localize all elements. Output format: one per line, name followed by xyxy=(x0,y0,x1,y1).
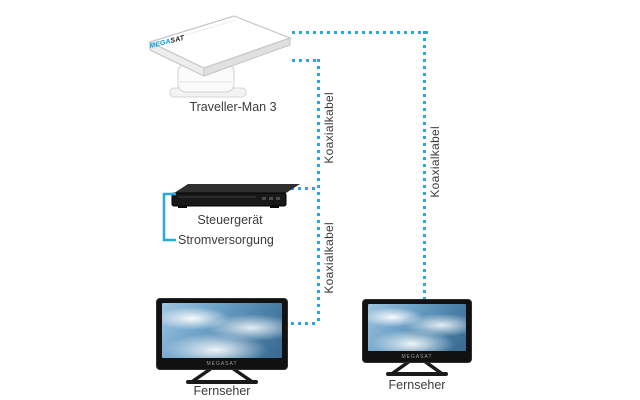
coax-line-right-vertical-to-tv2 xyxy=(423,31,426,301)
antenna-illustration xyxy=(148,15,292,98)
coax-line-left-vertical-to-tv1 xyxy=(317,59,320,325)
tv-1-label: Fernseher xyxy=(193,384,251,398)
tv-1-frame: MEGASAT xyxy=(156,298,288,370)
control-unit-label: Steuergerät xyxy=(197,213,263,227)
power-supply-label: Stromversorgung xyxy=(178,233,274,247)
tv-1: MEGASAT xyxy=(156,298,288,385)
tv-2: MEGASAT xyxy=(362,299,472,377)
antenna-label: Traveller-Man 3 xyxy=(189,100,277,114)
coax-line-control-unit-connector xyxy=(291,187,319,190)
power-bracket xyxy=(162,192,176,242)
coax-line-antenna-to-left-horizontal xyxy=(292,59,320,62)
coax-line-antenna-to-right-horizontal xyxy=(292,31,428,34)
coax-cable-label-3: Koaxialkabel xyxy=(322,222,336,294)
tv-2-brand: MEGASAT xyxy=(401,354,433,360)
tv-2-stand xyxy=(386,363,448,376)
tv-2-screen xyxy=(368,304,466,351)
control-unit-graphic xyxy=(171,184,300,208)
coax-cable-label-1: Koaxialkabel xyxy=(322,92,336,164)
coax-line-tv1-connector xyxy=(291,322,319,325)
tv-1-screen xyxy=(162,303,282,358)
tv-1-brand: MEGASAT xyxy=(206,361,238,367)
coax-cable-label-2: Koaxialkabel xyxy=(428,126,442,198)
satellite-antenna-graphic xyxy=(138,12,298,104)
tv-2-label: Fernseher xyxy=(388,378,446,392)
tv-2-frame: MEGASAT xyxy=(362,299,472,363)
tv-1-stand xyxy=(186,370,258,384)
